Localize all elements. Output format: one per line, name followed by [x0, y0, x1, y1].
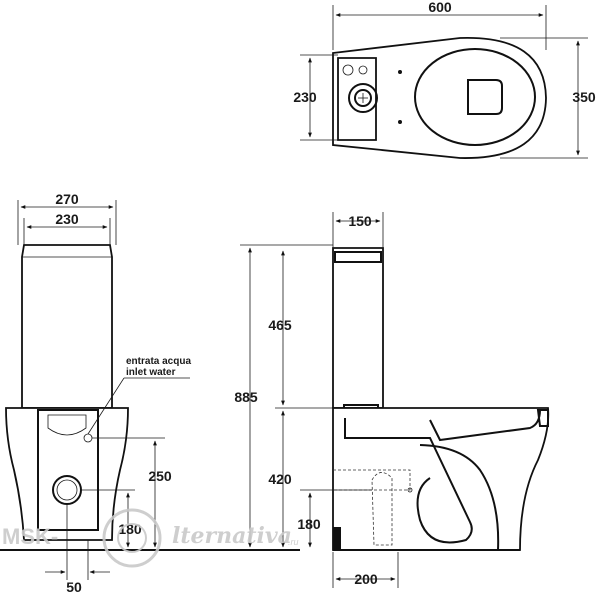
fixing-hole-bottom: [398, 120, 402, 124]
side-foot-block: [333, 527, 341, 550]
side-tank-lid: [334, 251, 382, 263]
flush-button-large: [358, 65, 368, 75]
dim-front-230: 230: [55, 211, 79, 227]
watermark: MSK- lternativa .ru: [2, 508, 299, 568]
front-back-frame: [37, 409, 99, 531]
top-view-outline: [332, 37, 547, 159]
fixing-hole-top: [398, 70, 402, 74]
side-view: 150 885 465 420 180 200: [234, 212, 550, 588]
seat-ellipse: [414, 48, 536, 146]
dim-front-270: 270: [55, 191, 79, 207]
dim-width-600: 600: [428, 0, 452, 15]
front-tank: [21, 244, 113, 409]
inlet-label-it: entrata acqua: [126, 356, 191, 367]
outlet-ring-outer: [348, 83, 378, 113]
dim-side-885: 885: [234, 389, 258, 405]
dim-side-150: 150: [348, 213, 372, 229]
top-view-tank: [337, 57, 377, 141]
dim-side-180: 180: [297, 516, 321, 532]
watermark-right: lternativa: [172, 523, 292, 549]
outlet-ring-inner: [354, 89, 372, 107]
front-view: entrata acqua inlet water 270 230 250 18…: [0, 191, 300, 595]
dim-tank-230: 230: [293, 89, 317, 105]
dim-front-50: 50: [66, 579, 82, 595]
dim-front-250: 250: [148, 468, 172, 484]
front-outlet-inner: [56, 479, 78, 501]
dim-side-465: 465: [268, 317, 292, 333]
top-view: 600 350 230: [293, 0, 596, 159]
dim-side-420: 420: [268, 471, 292, 487]
dim-side-200: 200: [354, 571, 378, 587]
bowl-opening: [467, 79, 503, 115]
inlet-label-en: inlet water: [126, 367, 176, 378]
dim-depth-350: 350: [572, 89, 596, 105]
watermark-suffix: .ru: [288, 537, 299, 547]
watermark-left: MSK-: [2, 524, 58, 549]
inlet-leader-line: [87, 377, 125, 435]
watermark-logo-ring: [102, 508, 162, 568]
flush-button-small: [342, 64, 354, 76]
side-tank: [332, 247, 384, 409]
